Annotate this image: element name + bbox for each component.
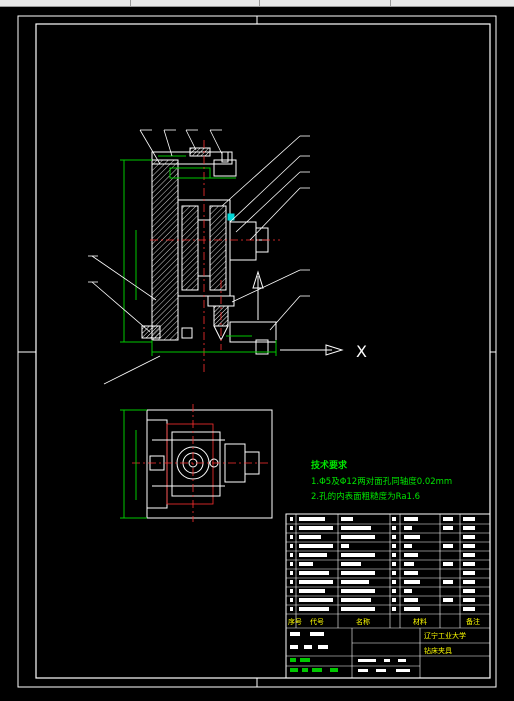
header-material: 材料 — [413, 617, 427, 626]
notes-line-1: 1.Φ5及Φ12两对面孔同轴度0.02mm — [311, 476, 452, 487]
knurled-knob — [189, 147, 211, 157]
workpiece-hatch-left — [181, 205, 199, 291]
sheet-inner-border — [35, 23, 491, 679]
spring-detail — [169, 167, 211, 179]
toolbar-segment[interactable] — [260, 0, 391, 6]
side-bushing — [229, 221, 257, 261]
y-direction-arrow — [252, 270, 264, 289]
notes-heading: 技术要求 — [311, 459, 348, 471]
fixture-body-plate — [151, 159, 179, 341]
toolbar-segment[interactable] — [0, 0, 131, 6]
base-extension — [229, 321, 277, 343]
top-view-inner-red — [166, 423, 214, 505]
locating-pin — [255, 339, 269, 355]
header-seq: 序号 — [288, 617, 302, 626]
x-axis-arrow — [325, 344, 344, 356]
part-leaders — [88, 129, 310, 385]
school-name: 辽宁工业大学 — [424, 631, 466, 640]
header-name: 名称 — [356, 617, 370, 626]
top-view-outline — [146, 409, 273, 519]
workpiece-hatch-right — [209, 205, 227, 291]
top-view — [120, 404, 273, 522]
clamp-block — [213, 159, 237, 177]
cyan-marker — [227, 213, 235, 221]
window-top-strip — [0, 0, 514, 7]
drawing-title: 钻床夹具 — [424, 646, 452, 655]
bottom-screw — [181, 327, 193, 339]
front-view: X — [88, 129, 367, 385]
toolbar-segment[interactable] — [131, 0, 260, 6]
drill-tip — [213, 325, 229, 342]
header-code: 代号 — [310, 617, 324, 626]
cad-drawing-canvas[interactable]: X 技术要求 1.Φ5及Φ12两对面孔同轴度0.02mm 2.孔的内表面粗糙度为… — [0, 7, 514, 701]
technical-notes: 技术要求 1.Φ5及Φ12两对面孔同轴度0.02mm 2.孔的内表面粗糙度为Ra… — [311, 459, 452, 502]
notes-line-2: 2.孔的内表面粗糙度为Ra1.6 — [311, 491, 420, 502]
x-axis-label: X — [356, 342, 367, 361]
parts-list: 序号 代号 名称 材料 备注 辽宁工业大学 钻床夹具 — [285, 513, 491, 679]
header-remark: 备注 — [466, 617, 480, 626]
clamp-screw — [221, 151, 229, 163]
